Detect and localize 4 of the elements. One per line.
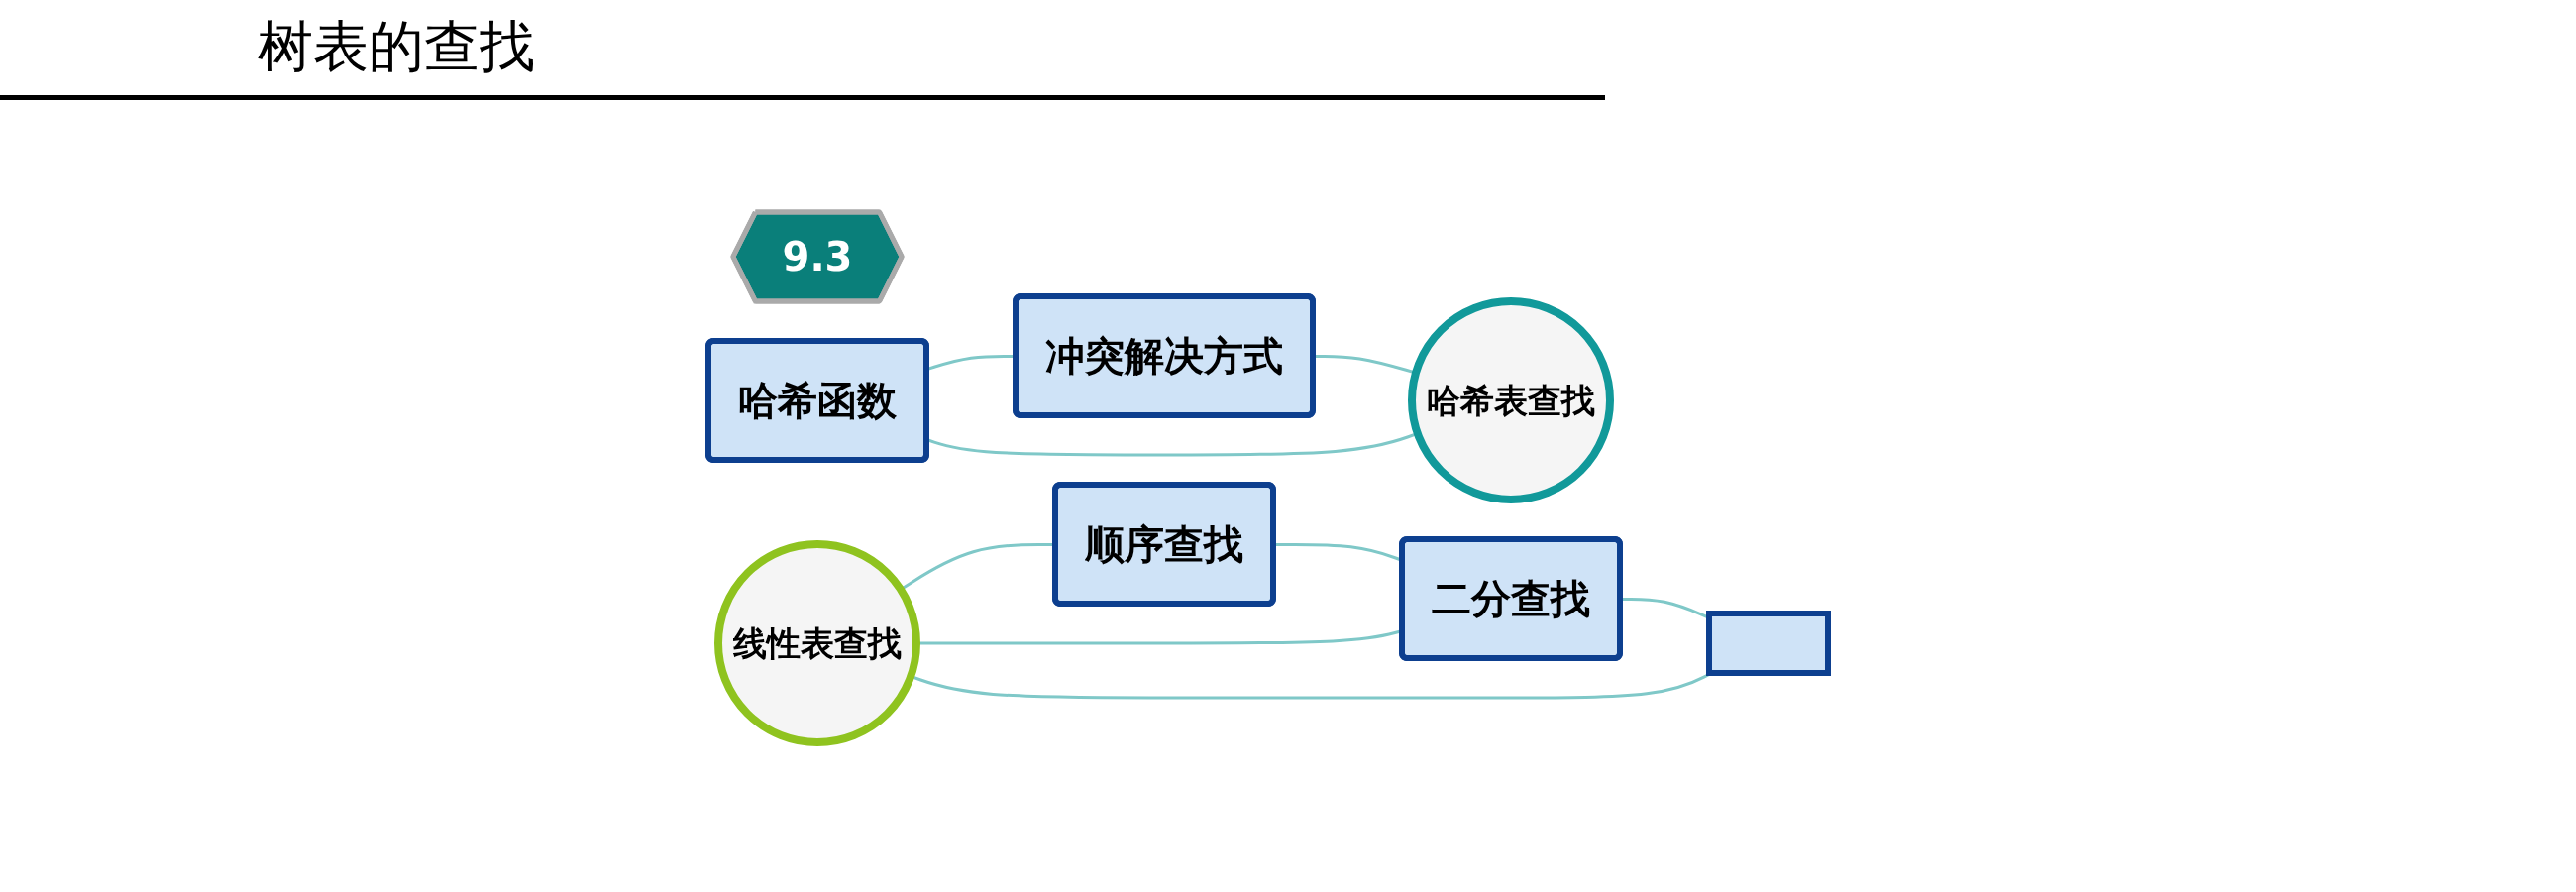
node-circle: 哈希表查找 (1408, 296, 1614, 503)
node-box (1706, 610, 1831, 676)
page-title: 树表的查找 (258, 13, 535, 80)
node-circle: 线性表查找 (714, 539, 920, 746)
